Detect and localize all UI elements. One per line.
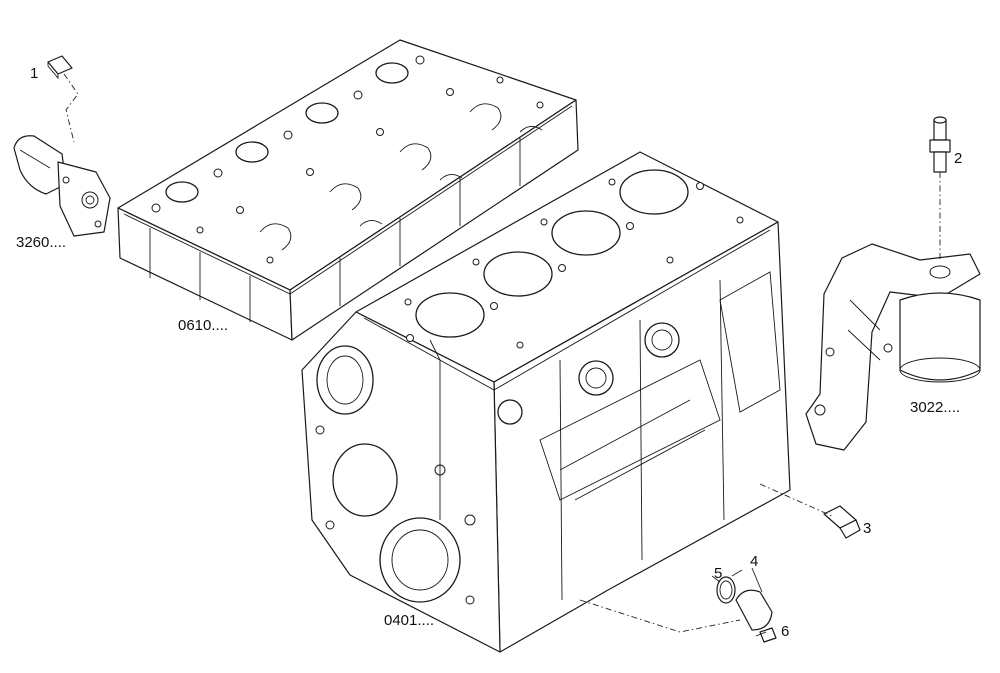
block-side-features: [497, 271, 781, 601]
cylinder-bores: [415, 169, 689, 338]
oil-filter-support: [805, 243, 981, 451]
callout-6: 6: [781, 623, 789, 640]
callout-numbers: 1 2 3 4 5 6: [30, 65, 962, 640]
head-side-ribs: [149, 138, 521, 322]
label-thermostat-housing: 3260....: [16, 234, 66, 251]
sensor-part: [929, 116, 951, 173]
head-ports: [259, 103, 543, 251]
callout-2: 2: [954, 150, 962, 167]
cylinder-block: [301, 151, 791, 653]
thermostat-housing: [13, 135, 111, 237]
block-deck-holes: [404, 178, 744, 349]
callout-3: 3: [863, 520, 871, 537]
label-cylinder-block: 0401....: [384, 612, 434, 629]
drain-plug-part: [823, 505, 861, 539]
bolt-part: [755, 627, 777, 643]
part-labels: 3260.... 0610.... 0401.... 3022....: [16, 234, 960, 629]
cover-part: [735, 589, 773, 631]
block-front-features: [315, 339, 476, 605]
leader-lines: [63, 73, 941, 633]
callout-1: 1: [30, 65, 38, 82]
callout-4: 4: [750, 553, 758, 570]
head-chambers: [165, 62, 409, 203]
callout-5: 5: [714, 565, 722, 582]
o-ring-part: [716, 576, 736, 604]
cylinder-head: [117, 39, 579, 341]
label-oil-filter-support: 3022....: [910, 399, 960, 416]
plug-part: [47, 55, 73, 80]
label-cylinder-head: 0610....: [178, 317, 228, 334]
head-bolt-holes: [151, 55, 544, 264]
